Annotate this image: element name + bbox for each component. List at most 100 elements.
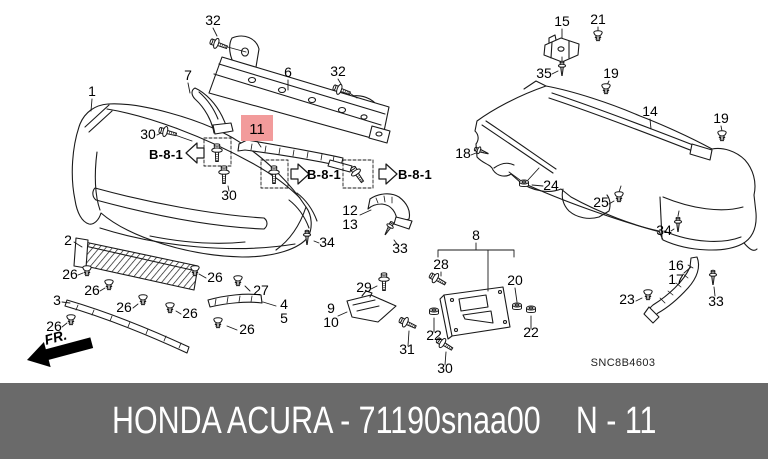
b81-arrow-icon [185,142,205,164]
rear-stay-hole [557,46,565,52]
front-bumper-corner-spike [84,104,113,133]
screw-33-icon [381,219,397,237]
rear-bumper-left-detail [493,162,515,169]
clip-19-icon [601,83,611,95]
fr-indicator-group: FR. [27,327,94,368]
highlight-callout-label: 11 [249,121,265,138]
splash-guard-lines [352,299,380,312]
nut-22-icon [526,305,536,313]
diagram-code: SNC8B4603 [591,357,656,369]
callout-26: 26 [84,282,100,298]
b81-ref-label: B-8-1 [398,167,432,182]
rear-bumper-notch [561,188,611,219]
callout-30: 30 [140,126,156,142]
callout-26: 26 [62,266,78,282]
callout-7: 7 [184,67,192,83]
screw-33-icon [708,269,718,285]
lower-strip-outline [64,299,190,354]
callout-9: 9 [327,300,335,316]
front-bumper-top-edge [106,108,301,199]
callout-26: 26 [46,318,62,334]
front-bumper-mid-opening [92,187,268,230]
beam-left-stay-hole [240,47,250,57]
callout-4: 4 [280,296,288,312]
front-bumper-arch-curve [275,206,307,251]
beam-hole [277,86,287,94]
callout-30: 30 [221,187,237,203]
b81-arrow-icon [378,163,398,185]
footer-part-number: HONDA ACURA - 71190snaa00 [111,399,541,442]
b81-labels-group: B-8-1 B-8-1 B-8-1 [149,147,432,182]
clip-27-icon [233,275,243,287]
beam-ribs [213,63,386,126]
rear-bumper-top-zigzag [523,80,547,90]
callout-5: 5 [280,310,288,326]
callout-19: 19 [713,110,729,126]
b81-arrow-icon [290,163,310,185]
side-moulding-group [207,293,263,308]
callout-23: 23 [619,291,635,307]
callout-22: 22 [523,324,539,340]
fr-label: FR. [43,327,69,348]
b81-ref-label: B-8-1 [149,147,183,162]
fr-arrow-icon [27,337,94,368]
footer-page-ref: N - 11 [575,399,657,442]
rear-bumper-group [474,80,758,251]
rear-bumper-left-creases [481,120,557,174]
rear-side-bracket-foot [643,306,660,324]
callout-21: 21 [590,11,606,27]
rear-stay-ribs [550,40,570,59]
callout-35: 35 [536,65,552,81]
beam-hole [360,114,368,120]
beam-hole [337,106,347,114]
corner-bracket-foot [212,122,234,135]
callout-30: 30 [437,360,453,376]
rear-bumper-corner-foot [743,242,758,251]
rear-side-bracket-ticks [659,264,694,304]
callout-26: 26 [116,299,132,315]
callout-10: 10 [323,314,339,330]
callout-2: 2 [64,232,72,248]
callout-22: 22 [426,327,442,343]
clip-26-icon [82,265,92,277]
callout-26: 26 [182,305,198,321]
front-bumper-lower-crease [99,227,296,250]
highlight-box [241,115,273,141]
front-bumper-corner-slashes [288,192,318,229]
rear-bumper-right-creases [662,196,744,242]
front-moulding-end-piece [327,159,353,173]
bolt-29-icon [378,272,390,291]
front-bumper-left-crease [94,151,101,211]
callout-34: 34 [656,222,672,238]
callout-32: 32 [330,63,346,79]
nut-22-icon [429,307,439,315]
callout-16: 16 [668,257,684,273]
clip-26-icon [213,317,223,329]
callout-27: 27 [253,282,269,298]
corner-bracket-group [191,87,234,135]
clip-19-icon [717,130,727,142]
bolt-32-icon [208,35,230,53]
front-bumper-group [71,103,318,258]
front-bumper-outline [71,103,312,258]
beam-hole [247,76,257,84]
rear-bumper-top-bracket [689,143,713,161]
rear-bumper-lower-crease [520,181,661,233]
callout-24: 24 [543,177,559,193]
clip-26-icon [104,279,114,291]
callout-33: 33 [392,240,408,256]
side-moulding-ticks [214,295,253,306]
splash-guard-group [346,290,397,323]
callout-20: 20 [507,272,523,288]
highlight-callout-group: 11 [241,115,273,141]
nut-24-icon [519,179,529,187]
rear-side-bracket-group [643,256,700,324]
license-bracket-slot [462,310,494,324]
corner-bracket-inner-arc [198,91,219,120]
side-moulding-outline [207,293,263,308]
callout-34: 34 [319,234,335,250]
b81-ref-label: B-8-1 [307,167,341,182]
callout-14: 14 [642,103,658,119]
rear-bumper-right-edge [659,196,663,240]
leader-lines [61,26,723,366]
